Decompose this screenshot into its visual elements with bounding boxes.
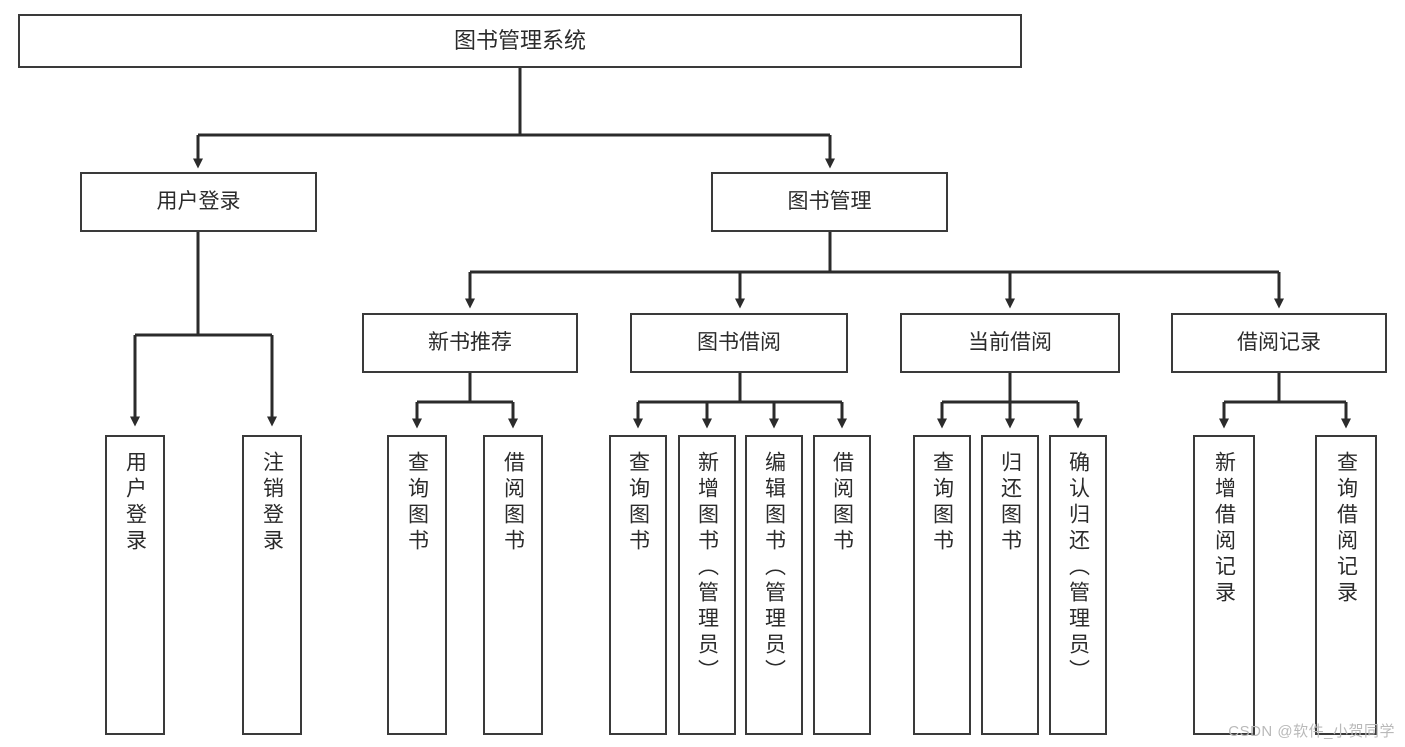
node-new-book-recommend[interactable]: 新书推荐 <box>362 313 578 373</box>
leaf-label: 借阅图书 <box>830 451 854 555</box>
node-root-system[interactable]: 图书管理系统 <box>18 14 1022 68</box>
leaf-current-query-book[interactable]: 查询图书 <box>913 435 971 735</box>
node-borrow-record[interactable]: 借阅记录 <box>1171 313 1387 373</box>
leaf-label: 确认归还（管理员） <box>1066 451 1090 685</box>
leaf-recommend-query-book[interactable]: 查询图书 <box>387 435 447 735</box>
leaf-label: 查询图书 <box>626 451 650 555</box>
node-label: 图书管理系统 <box>453 27 586 53</box>
node-label: 新书推荐 <box>428 331 512 355</box>
node-label: 借阅记录 <box>1237 331 1321 355</box>
leaf-recommend-borrow-book[interactable]: 借阅图书 <box>483 435 543 735</box>
leaf-borrow-borrow-book[interactable]: 借阅图书 <box>813 435 871 735</box>
leaf-record-add-record[interactable]: 新增借阅记录 <box>1193 435 1255 735</box>
leaf-user-login-logout[interactable]: 注销登录 <box>242 435 302 735</box>
node-book-management[interactable]: 图书管理 <box>711 172 948 232</box>
node-label: 用户登录 <box>156 190 241 214</box>
leaf-label: 归还图书 <box>998 451 1022 555</box>
leaf-label: 新增图书（管理员） <box>695 451 719 685</box>
leaf-borrow-query-book[interactable]: 查询图书 <box>609 435 667 735</box>
leaf-label: 查询借阅记录 <box>1334 451 1358 607</box>
node-label: 当前借阅 <box>968 331 1052 355</box>
node-user-login[interactable]: 用户登录 <box>80 172 317 232</box>
node-label: 图书借阅 <box>697 331 781 355</box>
leaf-borrow-add-book-admin[interactable]: 新增图书（管理员） <box>678 435 736 735</box>
leaf-label: 用户登录 <box>123 451 147 555</box>
watermark: CSDN @软件_小贺同学 <box>1228 723 1395 740</box>
leaf-current-confirm-return-admin[interactable]: 确认归还（管理员） <box>1049 435 1107 735</box>
leaf-record-query-record[interactable]: 查询借阅记录 <box>1315 435 1377 735</box>
leaf-label: 借阅图书 <box>501 451 525 555</box>
leaf-label: 查询图书 <box>405 451 429 555</box>
leaf-current-return-book[interactable]: 归还图书 <box>981 435 1039 735</box>
leaf-label: 查询图书 <box>930 451 954 555</box>
leaf-label: 新增借阅记录 <box>1212 451 1236 607</box>
leaf-user-login-login[interactable]: 用户登录 <box>105 435 165 735</box>
node-current-borrow[interactable]: 当前借阅 <box>900 313 1120 373</box>
node-label: 图书管理 <box>787 190 872 214</box>
leaf-borrow-edit-book-admin[interactable]: 编辑图书（管理员） <box>745 435 803 735</box>
leaf-label: 编辑图书（管理员） <box>762 451 786 685</box>
node-book-borrow[interactable]: 图书借阅 <box>630 313 848 373</box>
leaf-label: 注销登录 <box>260 451 284 555</box>
